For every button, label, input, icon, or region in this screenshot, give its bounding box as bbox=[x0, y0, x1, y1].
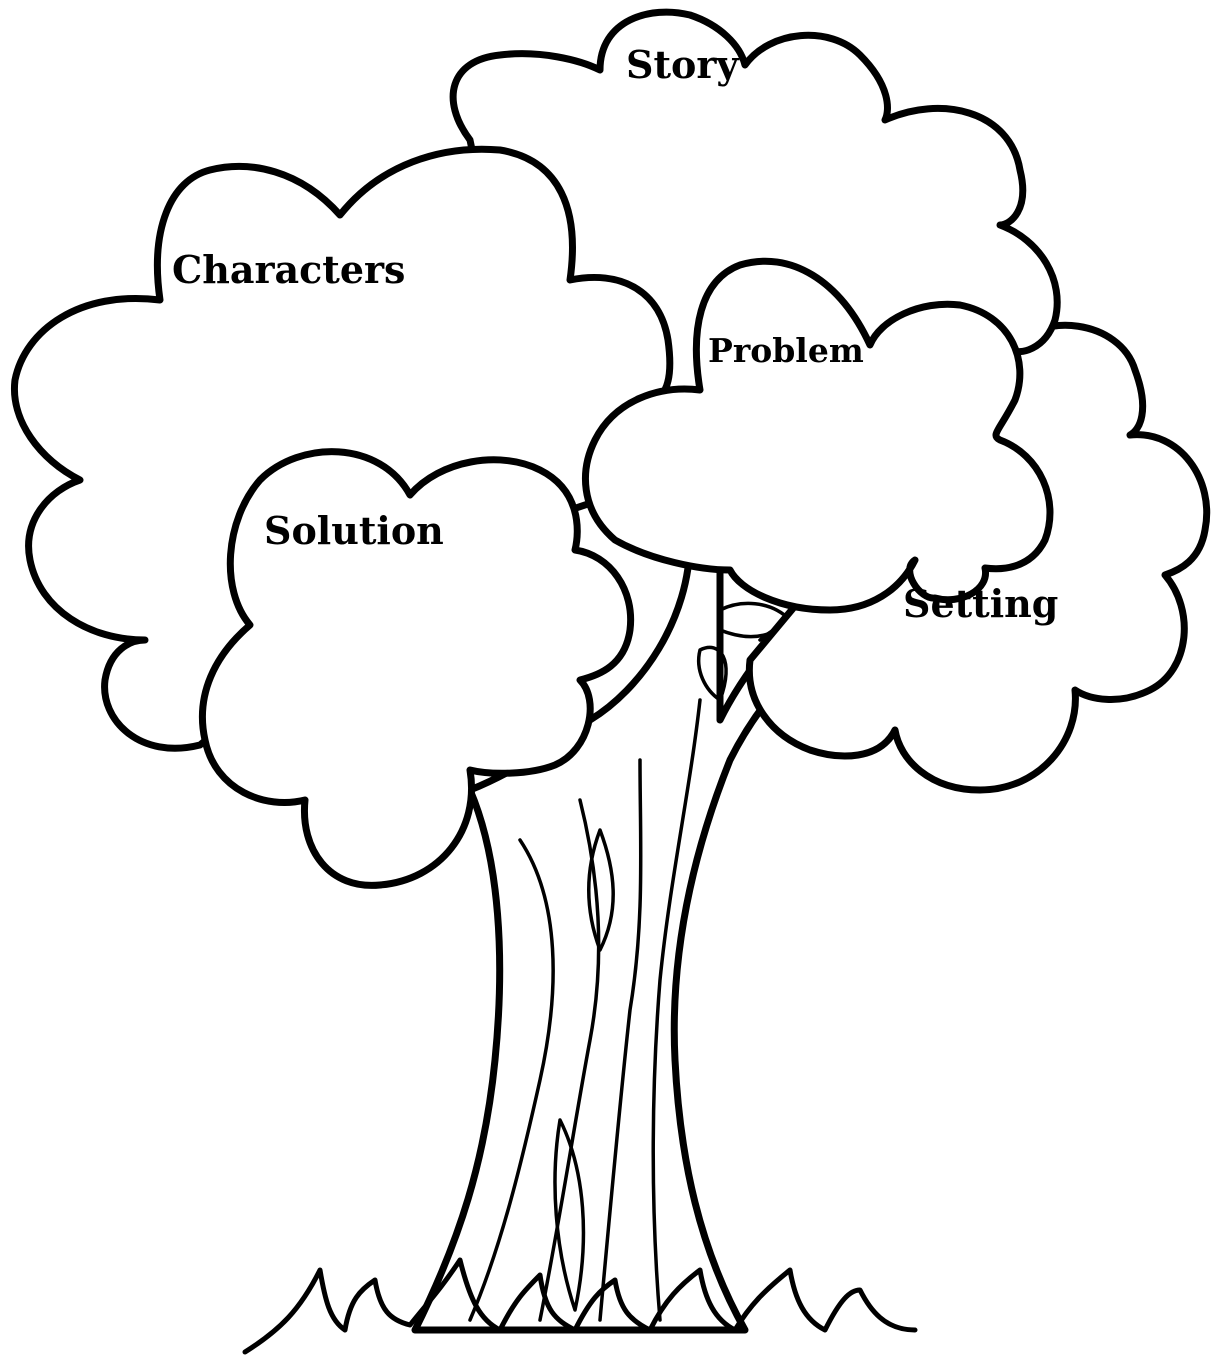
solution-cloud bbox=[198, 448, 635, 889]
tree-trunk bbox=[411, 536, 862, 1334]
setting-label: Setting bbox=[903, 581, 1058, 626]
characters-label: Characters bbox=[172, 247, 405, 292]
story-label: Story bbox=[626, 42, 739, 87]
solution-label: Solution bbox=[264, 508, 444, 553]
grass bbox=[242, 1257, 918, 1355]
problem-label: Problem bbox=[708, 331, 864, 370]
problem-cloud bbox=[582, 257, 1054, 614]
